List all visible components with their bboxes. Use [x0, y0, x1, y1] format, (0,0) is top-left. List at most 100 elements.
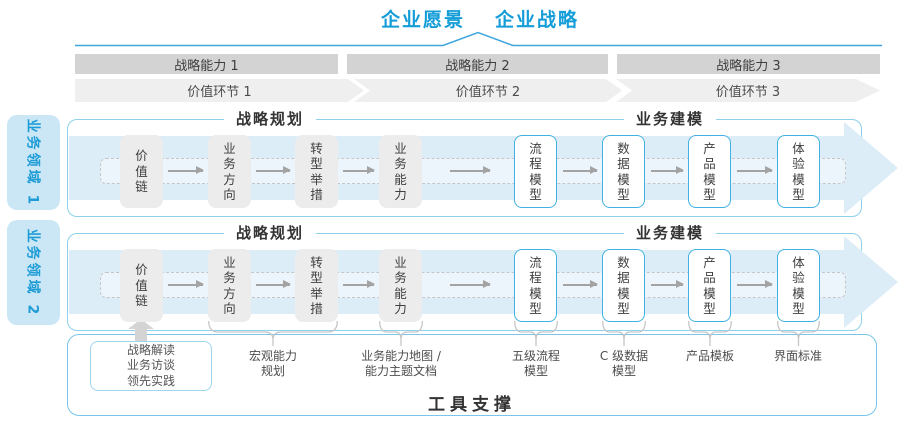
flow-arrow-icon	[256, 167, 291, 174]
box-transformation-initiatives-row1-label: 转型举措	[310, 140, 323, 203]
capability-band-1: 战略能力 1	[75, 54, 338, 74]
c-level-data-model-line1: C 级数据	[599, 349, 649, 363]
product-template-line1: 产品模板	[685, 349, 735, 363]
box-business-direction-row1: 业务方向	[208, 135, 251, 208]
box-business-capability-row2-label: 业务能力	[394, 254, 407, 317]
box-business-direction-row2: 业务方向	[208, 249, 251, 322]
ui-standard-line1: 界面标准	[773, 349, 823, 363]
brace-icon	[688, 321, 732, 346]
tool-support-title: 工具支撑	[428, 395, 516, 415]
capability-map-line1: 业务能力地图 /	[361, 349, 441, 363]
box-experience-model-row2: 体验模型	[777, 249, 820, 322]
box-value-chain-row2-label: 价值链	[135, 262, 148, 309]
c-level-data-model-label: C 级数据 模型	[600, 349, 648, 379]
value-band-2: 价值环节 2	[354, 79, 622, 102]
box-business-capability-row1: 业务能力	[379, 135, 422, 208]
strategy-sources-line2: 业务访谈	[126, 358, 175, 373]
box-experience-model-row1: 体验模型	[777, 135, 820, 208]
box-business-capability-row2: 业务能力	[379, 249, 422, 322]
box-experience-model-row1-label: 体验模型	[792, 140, 805, 203]
box-transformation-initiatives-row1: 转型举措	[295, 135, 338, 208]
flow-arrow-icon	[450, 281, 491, 288]
flow-arrow-icon	[737, 167, 773, 174]
box-experience-model-row2-label: 体验模型	[792, 254, 805, 317]
section-strategic-planning-row2: 战略规划	[223, 224, 317, 242]
box-data-model-row2: 数据模型	[602, 249, 645, 322]
capability-band-3: 战略能力 3	[617, 54, 880, 74]
business-domain-1: 业务领域 1	[7, 115, 60, 210]
box-transformation-initiatives-row2-label: 转型举措	[310, 254, 323, 317]
box-data-model-row1: 数据模型	[602, 135, 645, 208]
box-process-model-row1-label: 流程模型	[529, 140, 542, 203]
flow-arrow-icon	[651, 167, 684, 174]
flow-arrow-icon	[563, 281, 598, 288]
section-business-modeling-row2: 业务建模	[623, 224, 717, 242]
box-business-direction-row1-label: 业务方向	[223, 140, 236, 203]
macro-capability-planning-line1: 宏观能力	[248, 349, 298, 363]
flow-arrow-icon	[651, 281, 684, 288]
section-strategic-planning-row1: 战略规划	[223, 110, 317, 128]
flow-arrow-icon	[343, 281, 375, 288]
value-band-1: 价值环节 1	[75, 79, 364, 102]
box-product-model-row2-label: 产品模型	[703, 254, 716, 317]
top-titles: 企业愿景 企业战略	[25, 5, 910, 32]
flow-arrow-icon	[737, 281, 773, 288]
box-process-model-row2: 流程模型	[514, 249, 557, 322]
flow-arrow-icon	[168, 167, 204, 174]
tool-support-container	[67, 334, 877, 416]
vision-connector-line	[75, 31, 882, 47]
box-process-model-row2-label: 流程模型	[529, 254, 542, 317]
up-arrow-icon	[135, 329, 147, 342]
business-domain-2: 业务领域 2	[7, 220, 60, 325]
capability-band-2: 战略能力 2	[347, 54, 608, 74]
flow-row-2-arrowhead	[844, 236, 898, 328]
value-band-1-label: 价值环节 1	[187, 85, 252, 100]
box-data-model-row2-label: 数据模型	[617, 254, 630, 317]
business-domain-1-label: 业务领域 1	[24, 118, 41, 207]
box-value-chain-row1: 价值链	[120, 135, 163, 208]
flow-arrow-icon	[168, 281, 204, 288]
value-band-2-label: 价值环节 2	[455, 85, 521, 100]
l5-process-model-line2: 模型	[523, 364, 549, 378]
l5-process-model-label: 五级流程 模型	[512, 349, 560, 379]
enterprise-vision-title: 企业愿景	[380, 9, 465, 31]
box-value-chain-row2: 价值链	[120, 249, 163, 322]
flow-row-1-arrowhead	[844, 122, 898, 214]
strategy-sources-line3: 领先实践	[126, 373, 175, 388]
box-value-chain-row1-label: 价值链	[135, 148, 148, 195]
enterprise-strategy-title: 企业战略	[495, 9, 580, 31]
section-business-modeling-row1: 业务建模	[623, 110, 717, 128]
flow-arrow-icon	[563, 167, 598, 174]
brace-icon	[208, 321, 338, 346]
product-template-label: 产品模板	[686, 349, 734, 364]
capability-band-2-label: 战略能力 2	[445, 58, 510, 74]
box-business-direction-row2-label: 业务方向	[223, 254, 236, 317]
flow-arrow-icon	[343, 167, 375, 174]
ui-standard-label: 界面标准	[774, 349, 822, 364]
value-band-3-label: 价值环节 3	[715, 85, 781, 100]
capability-band-1-label: 战略能力 1	[174, 58, 239, 74]
brace-icon	[602, 321, 646, 346]
flow-arrow-icon	[450, 167, 491, 174]
business-domain-2-label: 业务领域 2	[24, 228, 41, 317]
l5-process-model-line1: 五级流程	[511, 349, 561, 363]
strategy-sources-line1: 战略解读	[126, 342, 175, 357]
value-band-3: 价值环节 3	[616, 79, 880, 102]
macro-capability-planning-line2: 规划	[260, 364, 286, 378]
brace-icon	[777, 321, 820, 346]
capability-map-label: 业务能力地图 / 能力主题文档	[361, 349, 441, 379]
box-business-capability-row1-label: 业务能力	[394, 140, 407, 203]
box-product-model-row1-label: 产品模型	[703, 140, 716, 203]
up-arrow-head-icon	[128, 319, 154, 329]
box-product-model-row2: 产品模型	[688, 249, 731, 322]
brace-icon	[379, 321, 423, 346]
box-transformation-initiatives-row2: 转型举措	[295, 249, 338, 322]
c-level-data-model-line2: 模型	[611, 364, 637, 378]
capability-band-3-label: 战略能力 3	[716, 58, 781, 74]
strategy-sources-box: 战略解读 业务访谈 领先实践	[90, 341, 212, 391]
box-data-model-row1-label: 数据模型	[617, 140, 630, 203]
macro-capability-planning-label: 宏观能力 规划	[249, 349, 297, 379]
flow-arrow-icon	[256, 281, 291, 288]
box-product-model-row1: 产品模型	[688, 135, 731, 208]
